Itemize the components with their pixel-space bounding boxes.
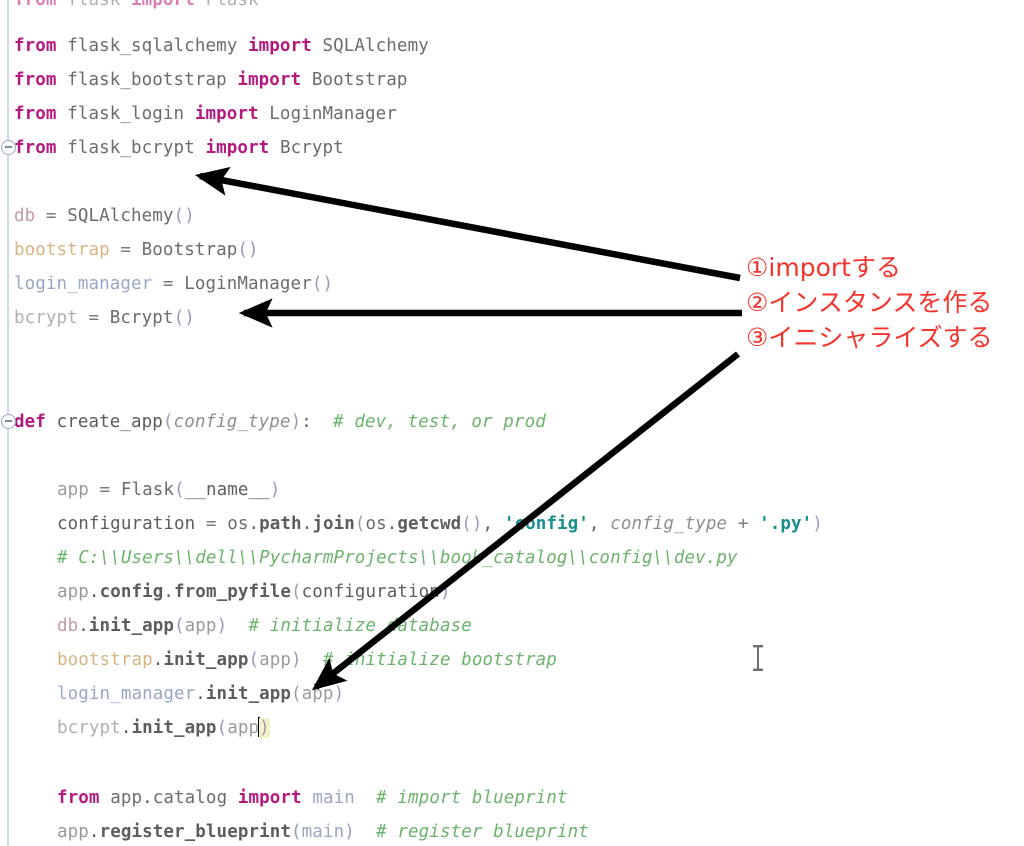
annotation-note-list: ①importする ②インスタンスを作る ③イニシャライズする bbox=[746, 250, 993, 355]
annotation-note-3: ③イニシャライズする bbox=[746, 323, 993, 352]
code-line-04[interactable]: from flask_login import LoginManager bbox=[14, 104, 397, 124]
code-line-22[interactable]: bcrypt.init_app(app) bbox=[57, 717, 270, 738]
code-line-01[interactable]: from flask import Flask bbox=[14, 0, 259, 10]
code-line-09[interactable]: login_manager = LoginManager() bbox=[14, 274, 334, 294]
bracket-match-highlight: ) bbox=[259, 718, 270, 738]
code-line-07[interactable]: db = SQLAlchemy() bbox=[14, 206, 195, 226]
fold-marker-create-app[interactable] bbox=[1, 414, 16, 429]
code-line-21[interactable]: login_manager.init_app(app) bbox=[57, 684, 345, 704]
mouse-ibeam-cursor bbox=[753, 645, 763, 671]
code-line-15[interactable]: app = Flask(__name__) bbox=[57, 480, 281, 500]
code-line-24[interactable]: from app.catalog import main # import bl… bbox=[57, 788, 568, 808]
code-line-10[interactable]: bcrypt = Bcrypt() bbox=[14, 308, 195, 328]
code-line-19[interactable]: db.init_app(app) # initialize database bbox=[57, 616, 472, 636]
code-line-08[interactable]: bootstrap = Bootstrap() bbox=[14, 240, 259, 260]
code-line-05[interactable]: from flask_bcrypt import Bcrypt bbox=[14, 138, 344, 158]
annotation-note-2: ②インスタンスを作る bbox=[746, 288, 993, 317]
code-line-13[interactable]: def create_app(config_type): # dev, test… bbox=[14, 412, 546, 432]
code-line-17[interactable]: # C:\\Users\\dell\\PycharmProjects\\book… bbox=[57, 548, 738, 568]
code-line-02[interactable]: from flask_sqlalchemy import SQLAlchemy bbox=[14, 36, 429, 56]
annotation-note-1: ①importする bbox=[746, 253, 901, 282]
code-line-03[interactable]: from flask_bootstrap import Bootstrap bbox=[14, 70, 408, 90]
code-line-25[interactable]: app.register_blueprint(main) # register … bbox=[57, 822, 589, 842]
fold-marker-imports[interactable] bbox=[1, 140, 16, 155]
code-line-16[interactable]: configuration = os.path.join(os.getcwd()… bbox=[57, 514, 823, 534]
code-line-20[interactable]: bootstrap.init_app(app) # initialize boo… bbox=[57, 650, 557, 670]
code-line-18[interactable]: app.config.from_pyfile(configuration) bbox=[57, 582, 451, 602]
